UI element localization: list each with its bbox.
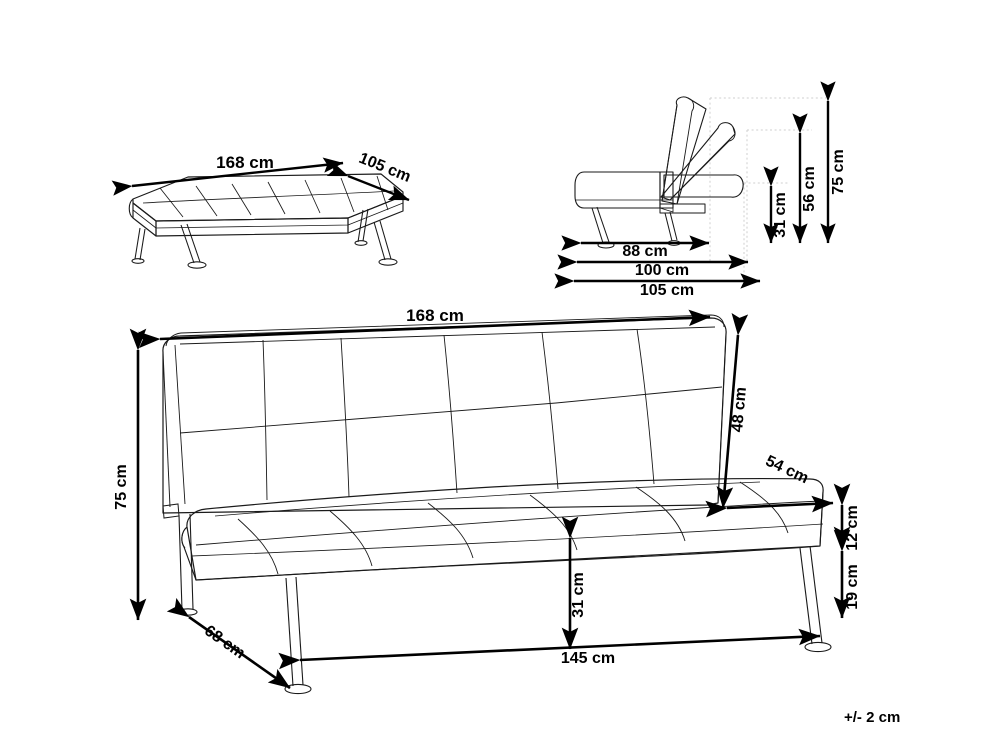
dim-side-mid-depth: 100 cm xyxy=(557,254,749,279)
dim-side-seat-depth: 88 cm xyxy=(561,235,710,260)
tolerance-note: +/- 2 cm xyxy=(844,709,900,726)
sofa-backrest xyxy=(162,314,727,514)
dim-side-seat-height: 31 cm xyxy=(763,166,789,244)
dim-main-width-label: 168 cm xyxy=(406,306,464,325)
dim-main-overall-depth-label: 68 cm xyxy=(201,622,248,662)
dim-main-seat-thickness: 12 cm xyxy=(833,483,861,551)
dim-side-seat-height-label: 31 cm xyxy=(772,192,789,237)
dim-main-seat-thickness-label: 12 cm xyxy=(844,505,861,550)
dim-side-total-height: 75 cm xyxy=(820,81,847,244)
dim-main-back-height-label: 48 cm xyxy=(729,386,750,433)
bed-flat-legs xyxy=(131,208,398,269)
dim-main-total-height-label: 75 cm xyxy=(113,464,130,509)
sofa-seat xyxy=(181,478,824,581)
dim-main-seat-height-label: 31 cm xyxy=(570,572,587,617)
dim-main-seat-height: 31 cm xyxy=(561,516,587,650)
dim-bed-length-label: 168 cm xyxy=(216,153,274,172)
dim-side-seat-depth-label: 88 cm xyxy=(622,243,667,260)
dim-bed-length: 168 cm xyxy=(111,153,344,196)
dim-side-total-height-label: 75 cm xyxy=(830,149,847,194)
dim-side-flat-depth: 105 cm xyxy=(554,273,761,299)
view-sofa-main: 168 cm 48 cm 75 cm 54 cm 68 cm 31 cm xyxy=(113,306,861,695)
view-bed-flat: 168 cm 105 cm xyxy=(111,150,413,269)
dim-side-mid-height: 56 cm xyxy=(792,113,818,244)
dim-main-overall-depth: 68 cm xyxy=(166,597,291,690)
bed-flat-body xyxy=(128,173,404,237)
side-seat-cushion xyxy=(574,171,706,214)
side-backrest-middle xyxy=(660,122,736,201)
dim-main-seat-depth-label: 54 cm xyxy=(763,453,811,488)
dim-main-back-height: 48 cm xyxy=(716,313,750,509)
view-side-profile: 31 cm 56 cm 75 cm 88 cm 100 cm 105 cm xyxy=(554,81,847,299)
dim-side-flat-depth-label: 105 cm xyxy=(640,282,694,299)
dim-main-leg-height-label: 19 cm xyxy=(844,564,861,609)
dim-side-mid-height-label: 56 cm xyxy=(801,166,818,211)
side-backrest-flat xyxy=(663,174,744,198)
sofa-legs xyxy=(162,503,832,695)
dim-main-leg-height: 19 cm xyxy=(833,529,861,619)
dim-main-width: 168 cm xyxy=(138,306,711,349)
dim-main-inner-width: 145 cm xyxy=(278,628,821,670)
dim-main-total-height: 75 cm xyxy=(113,328,147,621)
dim-side-mid-depth-label: 100 cm xyxy=(635,262,689,279)
dim-bed-depth-label: 105 cm xyxy=(356,150,413,186)
dim-main-inner-width-label: 145 cm xyxy=(561,650,615,667)
